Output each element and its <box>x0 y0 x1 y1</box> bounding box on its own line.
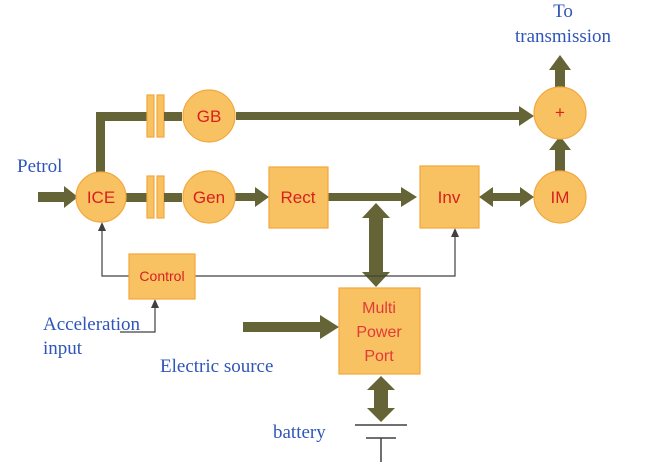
clutch-bottom-icon <box>146 175 182 219</box>
battery-label: battery <box>273 422 326 443</box>
dc-bus-double-arrow <box>362 203 390 287</box>
control-block <box>128 253 196 300</box>
gen-to-rect-arrow <box>235 187 269 207</box>
summing-junction <box>533 86 587 140</box>
im-to-plus-arrow <box>549 136 571 176</box>
gen-block <box>182 170 236 224</box>
port-battery-double-arrow <box>367 376 395 422</box>
electric-source-arrow <box>243 315 339 339</box>
gen-label: Gen <box>193 188 225 207</box>
port-label-line1: Multi <box>362 300 396 317</box>
gb-block <box>182 89 236 143</box>
rect-block <box>268 166 329 229</box>
ice-label: ICE <box>87 188 115 207</box>
im-label: IM <box>551 188 570 207</box>
clutch-top-icon <box>146 94 182 138</box>
acceleration-input-line <box>120 306 156 333</box>
electric-source-label: Electric source <box>160 356 273 377</box>
control-to-inv-line <box>195 234 456 277</box>
gb-to-plus-arrow <box>236 106 534 126</box>
ice-block <box>75 171 127 223</box>
inv-im-double-arrow <box>479 187 534 207</box>
control-to-ice-arrowhead <box>98 222 106 231</box>
control-to-inv-arrowhead <box>451 228 459 237</box>
rect-to-inv-arrow <box>328 187 417 207</box>
summing-junction-label: + <box>555 103 565 122</box>
gb-label: GB <box>197 107 222 126</box>
petrol-label: Petrol <box>17 156 62 177</box>
ice-up-shaft <box>96 112 105 177</box>
to-transmission-label-line2: transmission <box>515 26 612 47</box>
port-label-line2: Power <box>356 324 402 341</box>
acceleration-label-line2: input <box>43 338 83 359</box>
inv-label: Inv <box>438 188 461 207</box>
control-feedback-line <box>101 228 129 277</box>
port-label-line3: Port <box>364 348 394 365</box>
multi-power-port-block <box>338 287 421 375</box>
rect-label: Rect <box>281 188 316 207</box>
im-block <box>533 170 587 224</box>
to-transmission-label-line1: To <box>553 1 573 22</box>
ice-to-clutch-shaft <box>124 193 148 202</box>
petrol-input-arrow <box>38 186 78 208</box>
ice-to-clutch-top-shaft <box>96 112 148 121</box>
plus-to-transmission-arrow <box>549 55 571 92</box>
acceleration-arrowhead <box>151 299 159 308</box>
battery-icon <box>355 424 407 462</box>
inv-block <box>419 165 480 229</box>
control-label: Control <box>139 268 184 284</box>
acceleration-label-line1: Acceleration <box>43 314 141 335</box>
